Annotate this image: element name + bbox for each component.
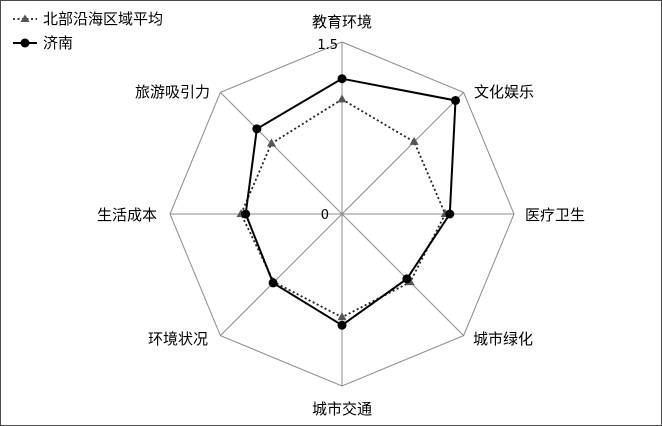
- data-point-circle: [241, 209, 251, 219]
- data-point-circle: [445, 209, 455, 219]
- axis-label: 文化娱乐: [474, 83, 534, 101]
- axis-label: 旅游吸引力: [135, 83, 210, 101]
- legend-item-jinan: 济南: [13, 34, 73, 52]
- data-point-circle: [337, 320, 347, 330]
- axis-label: 城市交通: [312, 400, 372, 418]
- data-point-circle: [402, 274, 412, 284]
- grid-spoke: [341, 213, 464, 336]
- grid-spoke: [220, 213, 343, 336]
- axis-label: 环境状况: [148, 330, 208, 348]
- data-point-circle: [252, 124, 262, 134]
- radar-grid: [169, 41, 515, 387]
- legend-marker-circle: [20, 38, 30, 48]
- legend-item-regional-average: 北部沿海区域平均: [13, 10, 163, 28]
- data-point-triangle: [266, 138, 276, 147]
- legend-label-regional-average: 北部沿海区域平均: [43, 10, 163, 28]
- legend: 北部沿海区域平均 济南: [13, 10, 163, 52]
- grid-spoke: [220, 92, 343, 215]
- axis-label: 医疗卫生: [525, 206, 585, 224]
- data-point-triangle: [409, 136, 419, 145]
- tick-label-min: 0: [321, 208, 329, 223]
- tick-label-max: 1.5: [317, 38, 338, 53]
- axis-label: 教育环境: [312, 13, 372, 31]
- data-point-circle: [337, 74, 347, 84]
- legend-marker-triangle: [20, 14, 30, 22]
- data-point-circle: [268, 278, 278, 288]
- series-line-1: [244, 77, 457, 327]
- legend-label-jinan: 济南: [43, 34, 73, 52]
- axis-label: 生活成本: [97, 206, 157, 224]
- data-point-triangle: [337, 94, 347, 103]
- grid-spoke: [341, 92, 464, 215]
- radar-series-layer: [236, 74, 461, 330]
- axis-label: 城市绿化: [473, 330, 533, 348]
- data-point-circle: [451, 95, 461, 105]
- data-point-triangle: [337, 312, 347, 321]
